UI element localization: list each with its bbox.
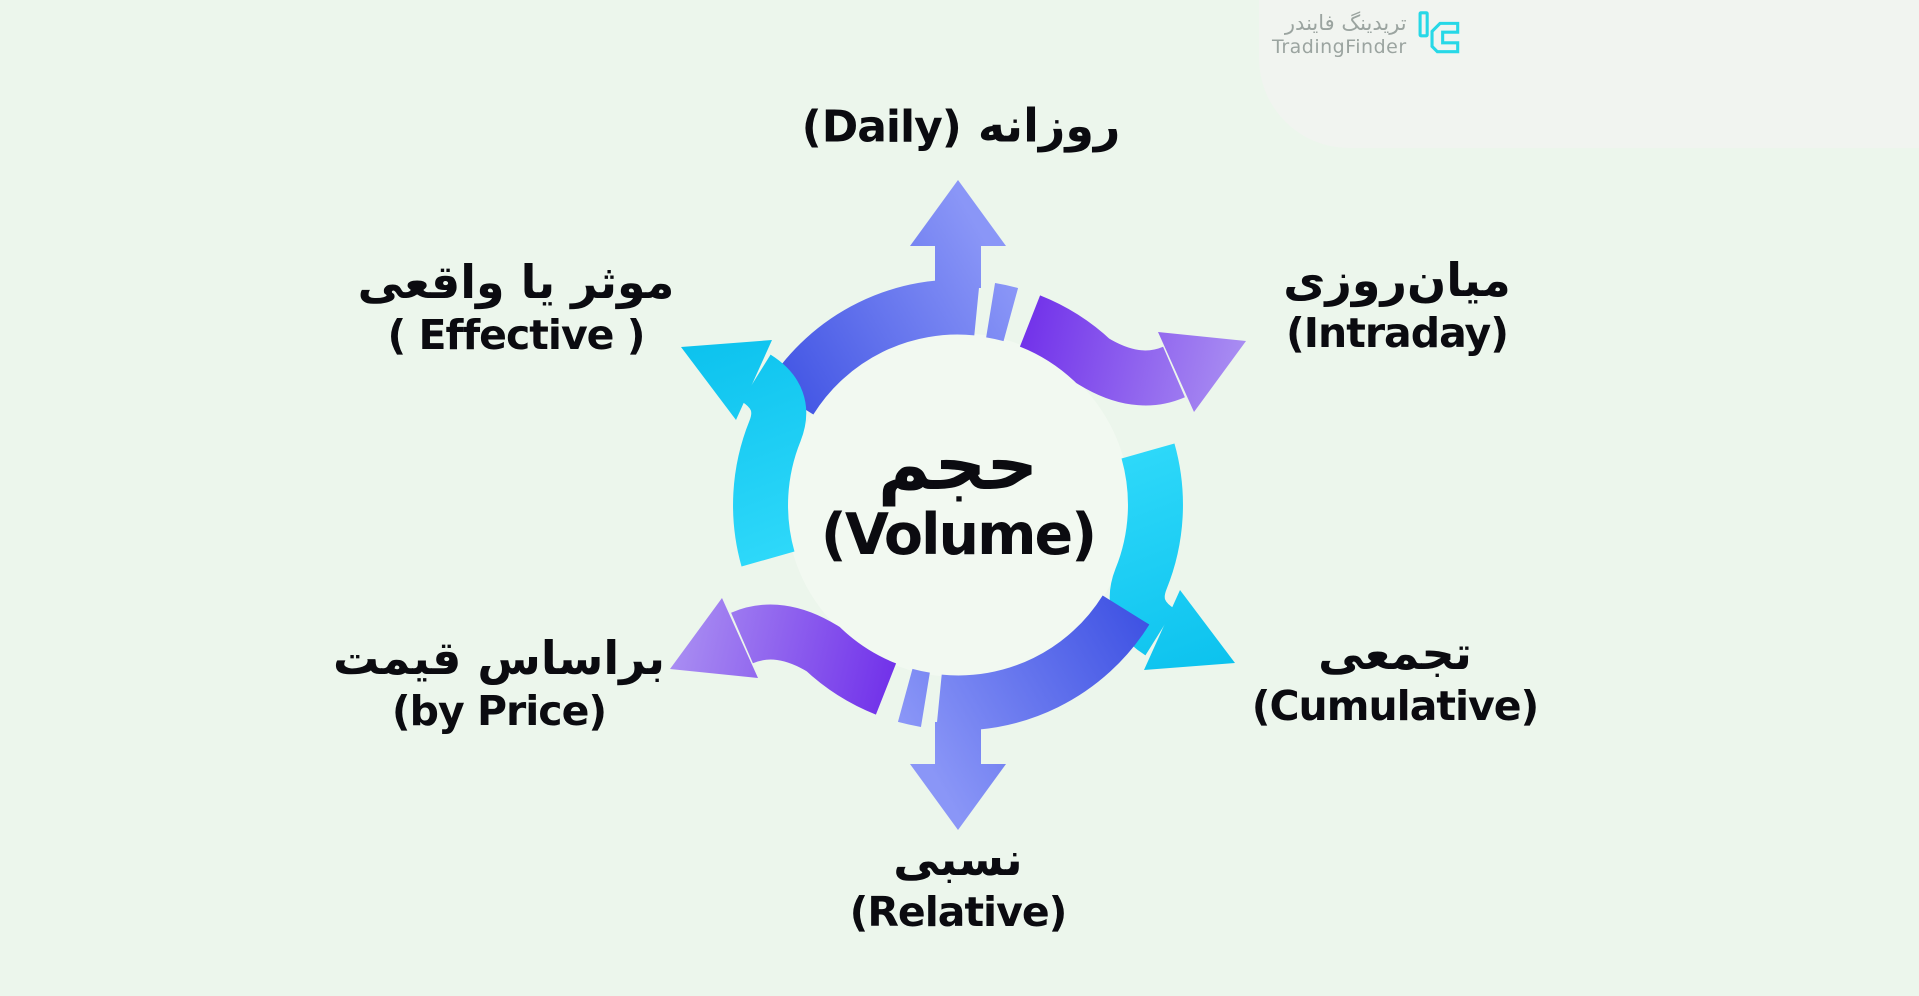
node-cumulative-en: (Cumulative): [1251, 682, 1540, 730]
hub-title-en: (Volume): [820, 502, 1097, 568]
hub-label: حجم (Volume): [820, 422, 1097, 568]
node-effective-en: ( Effective ): [387, 311, 645, 359]
brand-text: تریدینگ فایندر TradingFinder: [1272, 10, 1407, 58]
tradingfinder-logo-icon: [1418, 11, 1459, 54]
node-label-relative: نسبی (Relative): [849, 832, 1068, 938]
brand-logo: تریدینگ فایندر TradingFinder: [1272, 8, 1463, 60]
node-by-price-fa: براساس قیمت: [332, 631, 666, 685]
brand-name-en: TradingFinder: [1272, 36, 1407, 58]
node-label-cumulative: تجمعی (Cumulative): [1251, 626, 1540, 732]
node-daily-en: (Daily): [801, 101, 963, 153]
node-relative-en: (Relative): [849, 888, 1068, 936]
node-intraday-en: (Intraday): [1286, 309, 1509, 357]
arrow-cumulative: [1109, 443, 1235, 670]
arrow-daily: [766, 180, 1019, 416]
node-effective-fa: موثر یا واقعی: [357, 255, 675, 309]
corner-tint: [1259, 0, 1919, 148]
node-by-price-en: (by Price): [391, 687, 607, 735]
arrow-intraday: [1019, 295, 1246, 412]
node-label-daily: روزانه (Daily): [802, 99, 1121, 154]
arrow-effective: [681, 340, 779, 559]
node-intraday-fa: میان‌روزی: [1283, 253, 1511, 307]
node-daily-fa: روزانه: [977, 98, 1121, 153]
hub-circle: [786, 333, 1130, 677]
hub-title-fa: حجم: [877, 422, 1039, 506]
node-label-intraday: میان‌روزی (Intraday): [1283, 253, 1511, 359]
node-label-by-price: براساس قیمت (by Price): [333, 631, 665, 737]
node-label-effective: موثر یا واقعی ( Effective ): [358, 255, 675, 361]
brand-name-fa: تریدینگ فایندر: [1284, 11, 1407, 35]
node-relative-fa: نسبی: [893, 832, 1023, 886]
node-cumulative-fa: تجمعی: [1318, 626, 1472, 680]
